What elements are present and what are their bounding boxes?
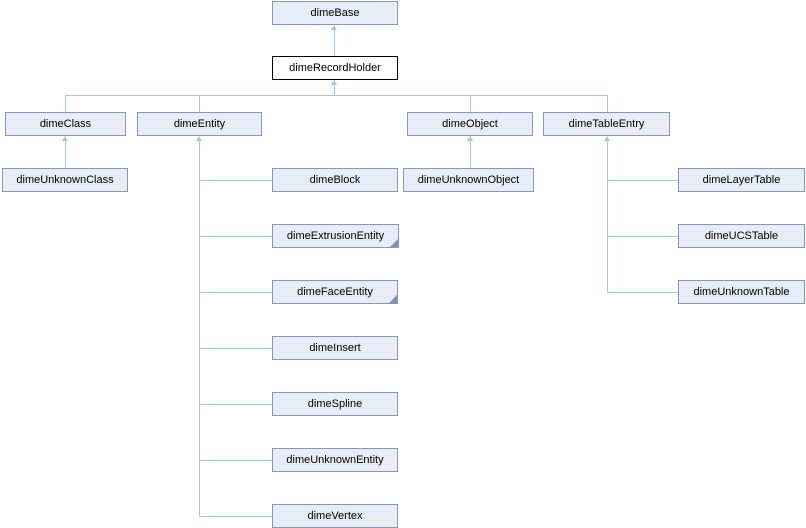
class-node-dimeUnknownTable[interactable]: dimeUnknownTable <box>678 280 805 304</box>
edge-line <box>334 85 335 95</box>
node-label: dimeInsert <box>309 342 361 354</box>
edge-line <box>199 292 272 293</box>
edge-line <box>334 30 335 56</box>
node-label: dimeSpline <box>307 398 363 410</box>
edge-line <box>607 180 678 181</box>
edge-line <box>65 95 608 96</box>
edge-line <box>199 348 272 349</box>
class-node-dimeBase[interactable]: dimeBase <box>272 1 398 25</box>
edge-line <box>607 141 608 292</box>
inheritance-arrowhead <box>331 25 337 30</box>
inheritance-arrowhead <box>196 136 202 141</box>
edge-line <box>199 404 272 405</box>
inheritance-arrowhead <box>604 136 610 141</box>
truncated-corner-icon <box>389 295 397 303</box>
class-node-dimeInsert[interactable]: dimeInsert <box>272 336 398 360</box>
class-node-dimeLayerTable[interactable]: dimeLayerTable <box>678 168 805 192</box>
class-node-dimeObject[interactable]: dimeObject <box>407 112 533 136</box>
edge-line <box>470 95 471 112</box>
inheritance-arrowhead <box>467 136 473 141</box>
node-label: dimeUnknownTable <box>693 286 790 298</box>
class-node-dimeClass[interactable]: dimeClass <box>5 112 126 136</box>
node-label: dimeObject <box>442 118 498 130</box>
node-label: dimeUnknownObject <box>417 174 520 186</box>
node-label: dimeUnknownEntity <box>286 454 384 466</box>
node-label: dimeUnknownClass <box>16 174 114 186</box>
edge-line <box>470 141 471 168</box>
node-label: dimeUCSTable <box>704 230 779 242</box>
class-node-dimeUCSTable[interactable]: dimeUCSTable <box>678 224 805 248</box>
class-node-dimeVertex[interactable]: dimeVertex <box>272 504 398 528</box>
edge-line <box>199 460 272 461</box>
edge-line <box>607 95 608 112</box>
class-node-dimeUnknownObject[interactable]: dimeUnknownObject <box>403 168 534 192</box>
class-node-dimeExtrusionEntity[interactable]: dimeExtrusionEntity <box>272 224 399 248</box>
edge-line <box>199 236 272 237</box>
edge-line <box>607 236 678 237</box>
node-label: dimeBlock <box>309 174 361 186</box>
class-node-dimeUnknownEntity[interactable]: dimeUnknownEntity <box>272 448 398 472</box>
class-node-dimeUnknownClass[interactable]: dimeUnknownClass <box>2 168 128 192</box>
edge-line <box>65 95 66 112</box>
node-label: dimeEntity <box>173 118 226 130</box>
edge-line <box>199 141 200 516</box>
node-label: dimeExtrusionEntity <box>286 230 385 242</box>
node-label: dimeBase <box>310 7 360 19</box>
class-node-dimeEntity[interactable]: dimeEntity <box>137 112 262 136</box>
class-node-dimeRecordHolder[interactable]: dimeRecordHolder <box>272 56 398 80</box>
edge-line <box>607 292 678 293</box>
edge-line <box>65 141 66 168</box>
node-label: dimeClass <box>39 118 92 130</box>
node-label: dimeLayerTable <box>702 174 781 186</box>
node-label: dimeTableEntry <box>568 118 645 130</box>
class-node-dimeFaceEntity[interactable]: dimeFaceEntity <box>272 280 398 304</box>
class-node-dimeSpline[interactable]: dimeSpline <box>272 392 398 416</box>
truncated-corner-icon <box>390 239 398 247</box>
edge-line <box>199 95 200 112</box>
edge-line <box>199 180 272 181</box>
node-label: dimeRecordHolder <box>289 62 381 74</box>
inheritance-arrowhead <box>331 80 337 85</box>
class-node-dimeTableEntry[interactable]: dimeTableEntry <box>543 112 670 136</box>
edge-line <box>199 516 272 517</box>
class-node-dimeBlock[interactable]: dimeBlock <box>272 168 398 192</box>
inheritance-arrowhead <box>62 136 68 141</box>
node-label: dimeVertex <box>307 510 363 522</box>
node-label: dimeFaceEntity <box>297 286 373 298</box>
